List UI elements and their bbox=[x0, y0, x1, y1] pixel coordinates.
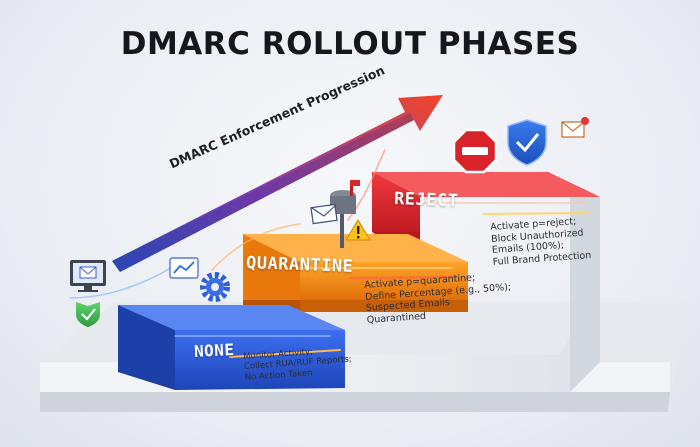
phase-label-none: NONE bbox=[193, 339, 236, 362]
chart-icon bbox=[169, 257, 199, 279]
shield-check-icon bbox=[507, 119, 547, 166]
envelope-alert-icon bbox=[561, 117, 589, 138]
gear-icon bbox=[200, 272, 230, 302]
phase-label-reject: REJECT bbox=[393, 189, 459, 212]
shield-check-icon bbox=[76, 302, 100, 327]
stop-sign-icon bbox=[452, 128, 498, 174]
page-title: DMARC ROLLOUT PHASES bbox=[120, 26, 580, 62]
step-none bbox=[118, 305, 345, 390]
progression-arrow bbox=[112, 95, 443, 272]
phase-label-quarantine: QUARANTINE bbox=[245, 253, 354, 277]
mailbox-icon bbox=[310, 180, 360, 248]
monitor-envelope-icon bbox=[70, 260, 106, 292]
warning-icon bbox=[345, 219, 371, 241]
phase-description-reject: Activate p=reject; Block Unauthorized Em… bbox=[490, 215, 592, 268]
